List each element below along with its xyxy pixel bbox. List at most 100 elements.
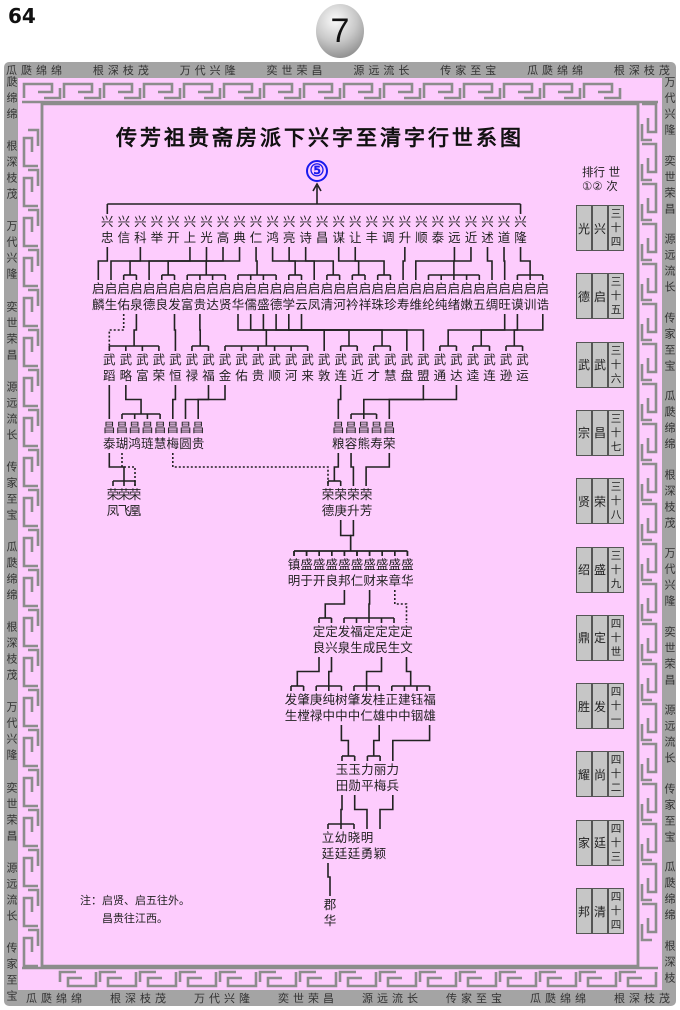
generation-digit: 三 [610,344,622,357]
given-name-char: 道 [497,230,511,245]
generation-char: 启 [422,281,435,296]
person-name: 定生 [387,624,401,656]
given-name-char: 于 [300,573,313,588]
generation-char: 启 [434,281,448,296]
given-name-char: 贵 [191,436,205,451]
person-name: 昌寿 [370,420,384,452]
given-name-char: 文 [400,640,413,655]
generation-char: 启 [536,281,550,296]
person-name: 发仁 [360,692,374,724]
given-name-char: 禄 [185,368,199,383]
generation-char: 昌 [166,420,180,435]
connector-line [337,385,342,419]
given-name-char: 调 [382,230,395,245]
meander-border [22,102,44,968]
given-name-char: 河 [284,368,298,383]
generation-digit: 五 [610,304,622,317]
generation-char: 启 [282,281,296,296]
connector-line [108,453,125,481]
generation-char: 荣 [347,487,360,502]
generation-char: 启 [155,281,169,296]
person-name: 启纶 [422,281,436,313]
person-name: 启华 [231,281,245,313]
generation-char: 启 [117,281,130,296]
person-name: 玉勋 [348,762,362,794]
person-name: 启河 [333,281,347,313]
person-name: 武运 [516,352,530,384]
generation-char: 荣 [321,487,335,502]
border-text-right: 万代兴隆奕世荣昌源远流长传家至宝瓜瓞绵绵根深枝茂万代兴隆奕世荣昌源远流长传家至宝… [662,76,676,988]
connector-line [324,590,346,618]
given-name-char: 泉 [130,297,143,312]
person-name: 启绸 [485,281,499,313]
person-name: 立廷 [321,830,335,862]
person-name: 启泉 [129,281,143,313]
generation-digit: 十 [610,495,622,508]
legend-entry: 绍盛三十九 [576,546,624,593]
person-name: 昌荣 [382,420,396,452]
generation-number: 三十九 [609,548,623,592]
person-name: 武逊 [499,352,513,384]
person-name: 启嫩 [460,281,474,313]
rank-1-char: 贤 [577,479,593,524]
generation-char: 定 [400,624,413,639]
generation-number: 四十二 [609,752,623,796]
generation-digit: 四 [610,891,622,903]
generation-number: 四十世 [609,616,623,660]
border-motto: 传家至宝 [663,782,676,847]
person-name: 启衿 [345,281,359,313]
generation-char: 昌 [103,420,116,435]
person-name: 启五 [472,281,486,313]
given-name-char: 佑 [117,297,130,312]
person-name: 武盟 [416,352,430,384]
person-name: 兴升 [398,214,412,246]
rank-1-char: 绍 [577,547,593,592]
generation-char: 晓 [347,830,361,845]
given-name-char: 盛 [257,297,270,312]
generation-digit: 六 [610,372,622,385]
connector-line [349,520,355,551]
generation-digit: 三 [610,276,622,289]
arrow-head-icon [312,182,322,192]
border-motto: 瓜瓞绵绵 [26,992,86,1005]
generation-char: 启 [130,281,143,296]
generation-char: 正 [385,692,399,707]
generation-char: 启 [371,281,384,296]
connector-line [296,657,320,686]
given-name-char: 学 [282,297,296,312]
generation-char: 定 [312,624,326,639]
given-name-char: 盟 [417,368,430,383]
person-name: 昌贵 [191,420,205,452]
connector-line [354,247,385,275]
generation-digit: 四 [610,686,622,699]
person-name: 荣凤 [106,487,120,519]
person-name: 武顺 [268,352,282,384]
border-motto: 瓜瓞绵绵 [530,992,590,1005]
inner-border [40,102,640,968]
generation-number: 三十四 [609,206,623,250]
generation-char: 武 [350,352,364,367]
generation-char: 幼 [334,830,348,845]
given-name-char: 凰 [128,503,142,518]
person-name: 武才 [367,352,381,384]
person-name: 武河 [284,352,298,384]
border-motto: 奕世荣昌 [663,154,676,219]
given-name-char: 达 [450,368,463,383]
connector-line [255,247,258,275]
border-motto: 万代兴隆 [179,64,240,77]
rank-1-char: 武 [577,342,593,387]
generation-char: 昌 [179,420,192,435]
generation-char: 武 [417,352,430,367]
generation-char: 武 [251,352,265,367]
person-name: 兴丰 [365,214,379,246]
given-name-char: 鸿 [128,436,141,451]
person-name: 武恒 [168,352,182,384]
given-name-char: 珍 [384,297,397,312]
person-name: 启云 [295,281,309,313]
given-name-char: 容 [344,436,358,451]
given-name-char: 祥 [358,297,372,312]
generation-char: 武 [103,352,116,367]
given-name-char: 良 [325,573,339,588]
given-name-char: 诗 [299,230,312,245]
generation-char: 武 [185,352,199,367]
